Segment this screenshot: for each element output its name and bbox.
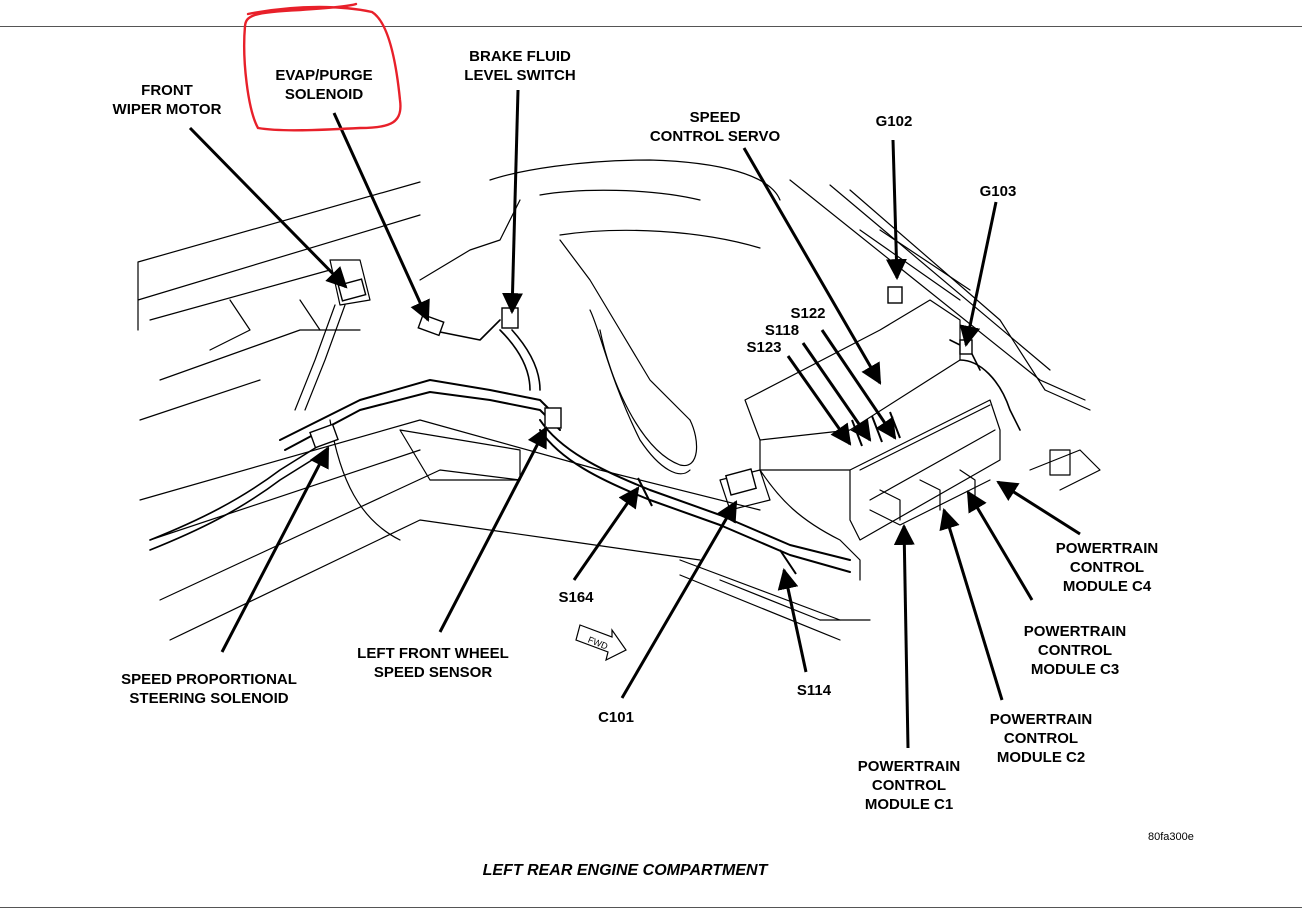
label-s123: S123 xyxy=(746,339,782,356)
leader-s114 xyxy=(777,567,808,673)
label-s164: S164 xyxy=(558,589,594,606)
linework xyxy=(137,159,1101,641)
top-rule xyxy=(0,26,1302,27)
leader-pcm-c2 xyxy=(939,507,1004,701)
bottom-rule xyxy=(0,907,1302,908)
label-evap-purge-solenoid: EVAP/PURGE SOLENOID xyxy=(275,67,373,103)
leader-lines xyxy=(188,89,1081,749)
highlight-circle xyxy=(243,2,402,132)
leader-pcm-c3 xyxy=(966,490,1034,601)
leader-g102 xyxy=(885,139,907,281)
label-s118: S118 xyxy=(764,322,800,339)
leader-s164 xyxy=(572,486,640,581)
label-g102: G102 xyxy=(875,113,913,130)
label-front-wiper-motor: FRONT WIPER MOTOR xyxy=(112,82,222,118)
label-s122: S122 xyxy=(790,305,826,322)
label-c101: C101 xyxy=(598,709,634,726)
label-pcm-c1: POWERTRAIN CONTROL MODULE C1 xyxy=(857,758,961,813)
label-g103: G103 xyxy=(979,183,1017,200)
label-s114: S114 xyxy=(796,682,832,699)
connectors xyxy=(309,278,973,496)
label-speed-proportional-steering-solenoid: SPEED PROPORTIONAL STEERING SOLENOID xyxy=(121,671,297,707)
figure-code: 80fa300e xyxy=(1148,831,1194,843)
leader-front-wiper-motor xyxy=(188,126,348,289)
leader-speed-proportional-steering-solenoid xyxy=(220,446,330,653)
leader-evap-purge-solenoid xyxy=(332,112,430,322)
leader-left-front-wheel-speed-sensor xyxy=(438,426,548,633)
leader-brake-fluid-level-switch xyxy=(502,89,524,315)
fwd-label: FWD xyxy=(586,635,609,652)
leader-speed-control-servo xyxy=(742,147,882,385)
label-pcm-c4: POWERTRAIN CONTROL MODULE C4 xyxy=(1055,540,1159,595)
leader-s123 xyxy=(786,355,852,446)
label-pcm-c2: POWERTRAIN CONTROL MODULE C2 xyxy=(989,711,1093,766)
label-brake-fluid-level-switch: BRAKE FLUID LEVEL SWITCH xyxy=(464,48,576,84)
leader-c101 xyxy=(620,500,738,699)
leader-pcm-c1 xyxy=(893,523,915,749)
leader-s122 xyxy=(820,329,897,440)
fwd-arrow-icon xyxy=(575,624,627,662)
splice-marks xyxy=(637,411,901,575)
label-speed-control-servo: SPEED CONTROL SERVO xyxy=(649,109,781,145)
leader-s118 xyxy=(801,342,872,442)
label-pcm-c3: POWERTRAIN CONTROL MODULE C3 xyxy=(1023,623,1127,678)
leader-pcm-c4 xyxy=(996,480,1081,536)
figure-caption: LEFT REAR ENGINE COMPARTMENT xyxy=(482,862,768,879)
leader-g103 xyxy=(959,201,998,348)
label-left-front-wheel-speed-sensor: LEFT FRONT WHEEL SPEED SENSOR xyxy=(357,645,509,681)
